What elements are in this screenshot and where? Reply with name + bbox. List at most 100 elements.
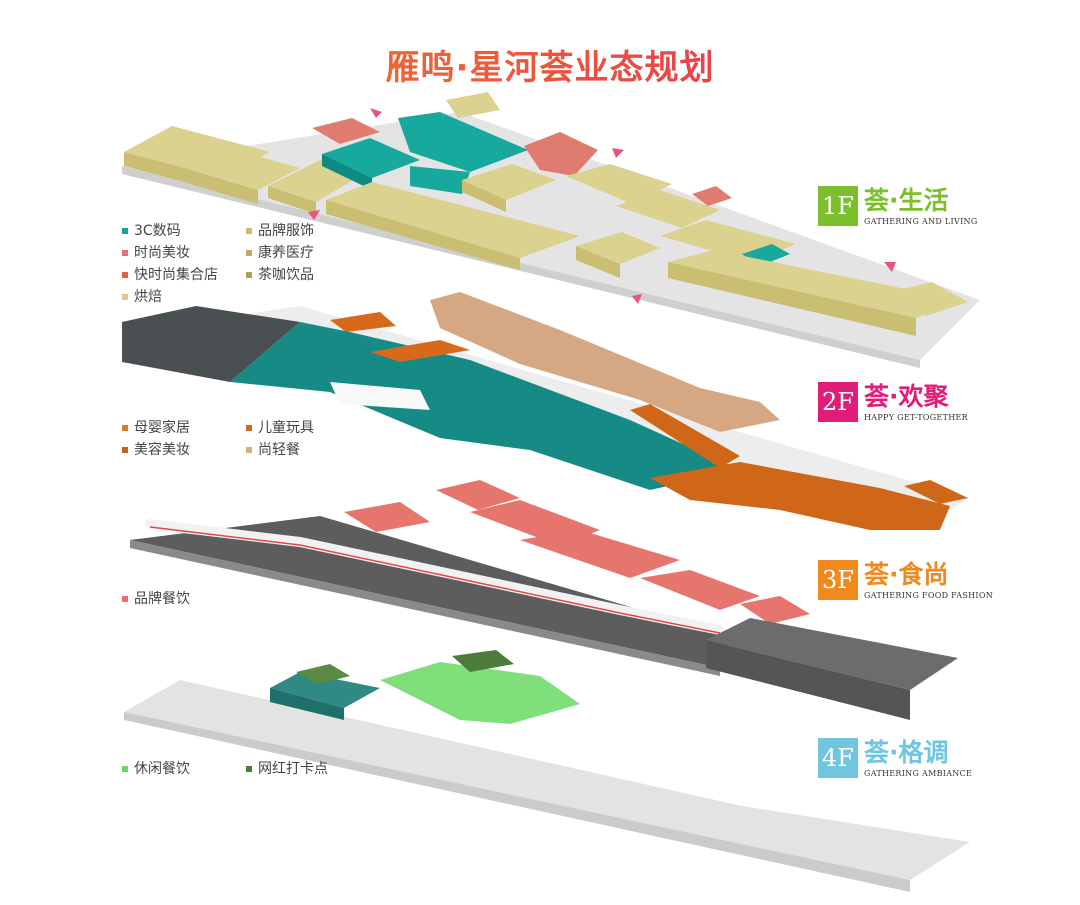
legend-label: 儿童玩具 [258,420,314,436]
legend-swatch [246,250,252,256]
1f-block-teal-2 [398,112,528,172]
1f-entrance-arrow-4 [632,294,642,304]
1f-entrance-arrow-5 [884,262,896,272]
floor-name: 荟 [864,382,890,411]
floor-title: 荟·格调 GATHERING AMBIANCE [864,738,972,778]
2f-orange-tip [904,480,968,504]
1f-block-k [668,250,960,318]
4f-checkin-spot-2 [452,650,514,672]
1f-entrance-arrow-1 [370,108,382,118]
1f-block-f [326,182,580,258]
1f-block-pink-2 [524,132,598,176]
floor-dot: · [889,186,899,215]
2f-light-grid [330,382,430,410]
1f-block-b [190,150,300,190]
floor-dot: · [889,382,899,411]
legend-swatch [246,447,252,453]
floor-title-cn: 荟·食尚 [864,560,993,590]
1f-block-l [890,282,968,316]
floor-title-cn: 荟·生活 [864,186,978,216]
floor-name: 荟 [864,560,890,589]
1f-block-teal-1 [322,138,420,178]
floor-theme: 欢聚 [898,382,949,411]
4f-teal-block [270,672,380,708]
legend-label: 时尚美妆 [134,245,190,261]
1f-block-k-side [668,262,916,336]
legend-label: 康养医疗 [258,245,314,261]
1f-block-i [576,232,660,264]
2f-orange-strip [370,340,470,362]
legend-label: 网红打卡点 [258,761,328,777]
2f-orange-mid [630,404,740,468]
legend-item: 3C数码 [122,220,218,242]
floor-label-2f: 2F 荟·欢聚 HAPPY GET-TOGETHER [818,382,968,422]
legend-label: 休闲餐饮 [134,761,190,777]
legend-swatch [246,766,252,772]
3f-dark-building [706,618,958,690]
1f-block-d [446,92,500,118]
3f-dining-block-5 [640,570,760,610]
legend-item: 美容美妆 [122,439,218,461]
1f-entrance-arrow-2 [612,148,624,158]
floor-label-1f: 1F 荟·生活 GATHERING AND LIVING [818,186,978,226]
legend-swatch [122,294,128,300]
1f-base-edge [122,166,920,368]
legend-item: 休闲餐饮 [122,758,218,780]
1f-block-i-side [576,246,620,278]
legend-item: 快时尚集合店 [122,264,218,286]
legend-label: 尚轻餐 [258,442,300,458]
legend-1f: 3C数码 品牌服饰 时尚美妆 康养医疗 快时尚集合店 茶咖饮品 烘焙 [122,220,342,308]
floor-title-cn: 荟·欢聚 [864,382,968,412]
floor-name: 荟 [864,186,890,215]
1f-block-e-side [462,180,506,212]
legend-4f: 休闲餐饮 网红打卡点 [122,758,342,780]
legend-swatch [122,425,128,431]
floor-title-cn: 荟·格调 [864,738,972,768]
legend-item: 康养医疗 [246,242,342,264]
3f-dark-building-side [706,640,910,720]
legend-item: 儿童玩具 [246,417,342,439]
1f-block-e [462,164,556,200]
2f-tan-area [430,292,780,432]
legend-3f: 品牌餐饮 [122,588,218,610]
legend-label: 3C数码 [134,223,181,239]
legend-swatch [122,250,128,256]
1f-entrance-arrow-3 [308,210,320,220]
3f-train [145,519,725,635]
page-title: 雁鸣·星河荟业态规划 [0,40,1080,89]
legend-label: 品牌餐饮 [134,591,190,607]
legend-swatch [122,272,128,278]
floor-number-badge: 4F [818,738,858,778]
3f-dining-block-4 [520,530,680,578]
legend-label: 快时尚集合店 [134,267,218,283]
legend-swatch [122,596,128,602]
4f-base-edge [124,712,910,892]
3f-dining-block-1 [344,502,430,532]
floor-label-3f: 3F 荟·食尚 GATHERING FOOD FASHION [818,560,993,600]
floor-name: 荟 [864,738,890,767]
floor-theme: 生活 [898,186,949,215]
legend-item: 尚轻餐 [246,439,342,461]
1f-block-c-side [268,186,316,214]
legend-swatch [246,425,252,431]
3f-dining-block-6 [740,596,810,624]
3f-track-edge [130,540,720,676]
1f-block-f-side [326,200,520,270]
4f-checkin-spot [296,664,350,684]
1f-block-pink-1 [312,118,380,144]
floor-title: 荟·生活 GATHERING AND LIVING [864,186,978,226]
floor-title: 荟·食尚 GATHERING FOOD FASHION [864,560,993,600]
legend-item: 茶咖饮品 [246,264,342,286]
floor-title: 荟·欢聚 HAPPY GET-TOGETHER [864,382,968,422]
legend-swatch [246,228,252,234]
4f-base-slab [124,680,970,880]
2f-orange-bottom [650,462,950,530]
legend-item: 网红打卡点 [246,758,342,780]
floor-2f-model [122,292,970,530]
4f-green-area [380,662,580,724]
legend-item: 品牌餐饮 [122,588,218,610]
legend-2f: 母婴家居 儿童玩具 美容美妆 尚轻餐 [122,417,342,461]
legend-item: 时尚美妆 [122,242,218,264]
